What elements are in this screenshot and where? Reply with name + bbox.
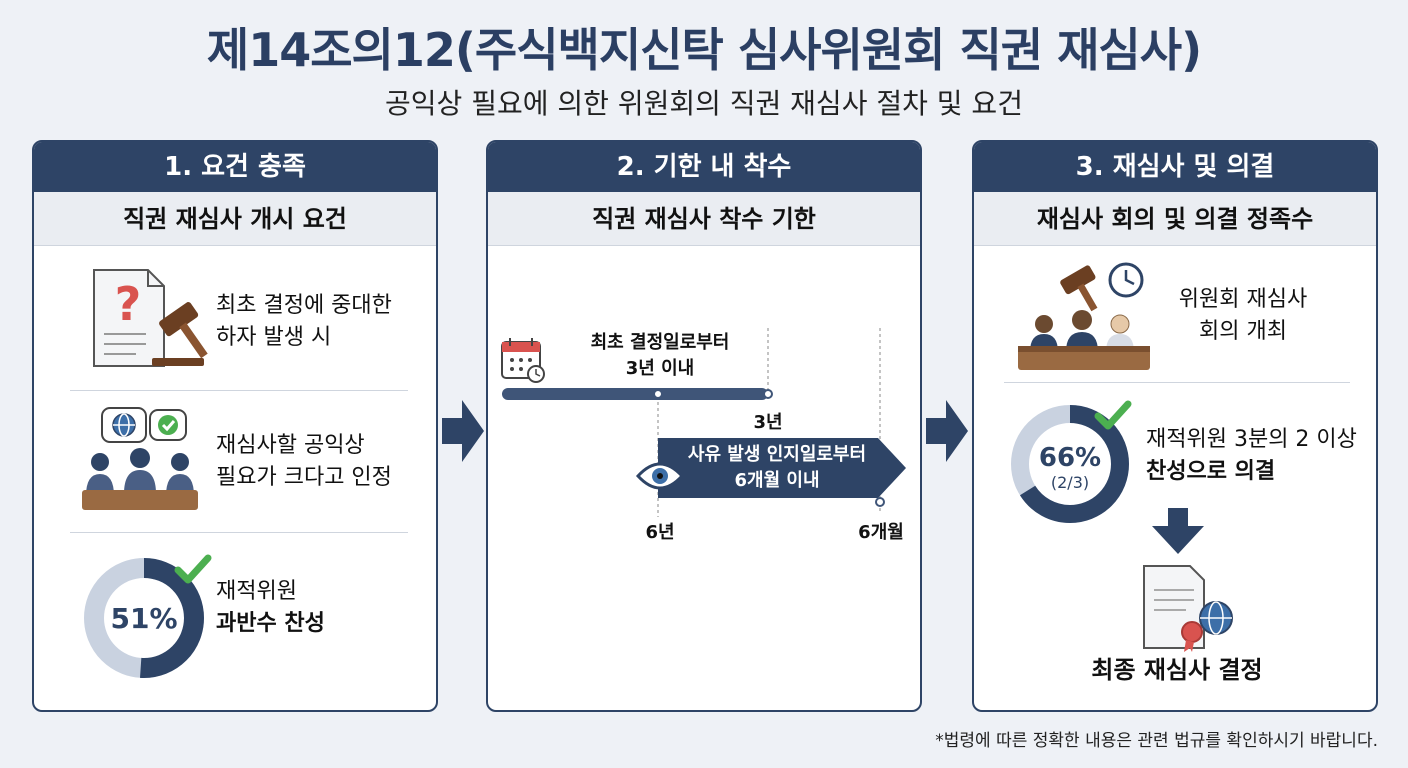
panel-subheader: 직권 재심사 착수 기한: [488, 192, 920, 246]
final-decision-text: 최종 재심사 결정: [1091, 656, 1263, 684]
final-document-seal-icon: [1143, 565, 1233, 652]
down-arrow-icon: [1152, 508, 1204, 554]
timeline-bar2-start-label: 6년: [645, 522, 675, 543]
timeline-bar2-text: 사유 발생 인지일로부터 6개월 이내: [687, 444, 867, 491]
svg-text:?: ?: [115, 277, 142, 331]
majority-donut-chart: 51%: [84, 554, 212, 678]
meeting-globe-check-icon: [82, 407, 198, 510]
two-thirds-donut-fill: [1011, 405, 1129, 523]
majority-percent: 51%: [110, 602, 177, 635]
panel-requirements: 1. 요건 충족 직권 재심사 개시 요건 ? 최초 결정에 중대한 하자 발생…: [32, 140, 438, 712]
requirement-majority-text: 재적위원 과반수 찬성: [216, 579, 325, 636]
document-question-gavel-icon: ?: [93, 269, 208, 367]
step-arrow-icon: [442, 400, 484, 462]
panel-header: 1. 요건 충족: [34, 142, 436, 192]
timeline-bar1-text: 최초 결정일로부터 3년 이내: [590, 332, 730, 379]
calendar-icon: [501, 338, 545, 383]
check-icon: [174, 554, 212, 584]
requirement-public-interest-text: 재심사할 공익상 필요가 크다고 인정: [216, 433, 392, 490]
divider: [1004, 382, 1350, 383]
two-thirds-donut-chart: 66% (2/3): [1011, 400, 1132, 523]
page-title: 제14조의12(주식백지신탁 심사위원회 직권 재심사): [206, 23, 1202, 77]
panel-deadline: 2. 기한 내 착수 직권 재심사 착수 기한: [486, 140, 922, 712]
three-year-bar: [502, 388, 768, 400]
panel-header: 3. 재심사 및 의결: [974, 142, 1376, 192]
timeline-bar1-label: 3년: [753, 412, 783, 433]
timeline-diagram: [501, 328, 906, 517]
footnote: *법령에 따른 정확한 내용은 관련 법규를 확인하시기 바랍니다.: [935, 731, 1378, 751]
panel-header: 2. 기한 내 착수: [488, 142, 920, 192]
vote-fraction: (2/3): [1051, 473, 1089, 492]
committee-bench-icon: [1018, 262, 1150, 370]
page-subtitle: 공익상 필요에 의한 위원회의 직권 재심사 절차 및 요건: [385, 87, 1023, 120]
vote-percent: 66%: [1039, 443, 1101, 473]
divider: [70, 390, 408, 391]
requirement-defect-text: 최초 결정에 중대한 하자 발생 시: [216, 293, 392, 350]
panel-subheader: 직권 재심사 개시 요건: [34, 192, 436, 246]
vote-text: 재적위원 3분의 2 이상 찬성으로 의결: [1146, 427, 1357, 484]
check-icon: [1094, 400, 1132, 430]
panel-review-resolution: 3. 재심사 및 의결 재심사 회의 및 의결 정족수 위원회 재심사 회의 개…: [972, 140, 1378, 712]
meeting-text: 위원회 재심사 회의 개최: [1178, 287, 1308, 344]
timeline-bar2-end-label: 6개월: [858, 522, 904, 543]
step-arrow-icon: [926, 400, 968, 462]
eye-icon: [635, 462, 685, 490]
divider: [70, 532, 408, 533]
panel-subheader: 재심사 회의 및 의결 정족수: [974, 192, 1376, 246]
majority-donut-fill: [84, 558, 204, 678]
six-month-arrow-bar: [658, 438, 906, 498]
